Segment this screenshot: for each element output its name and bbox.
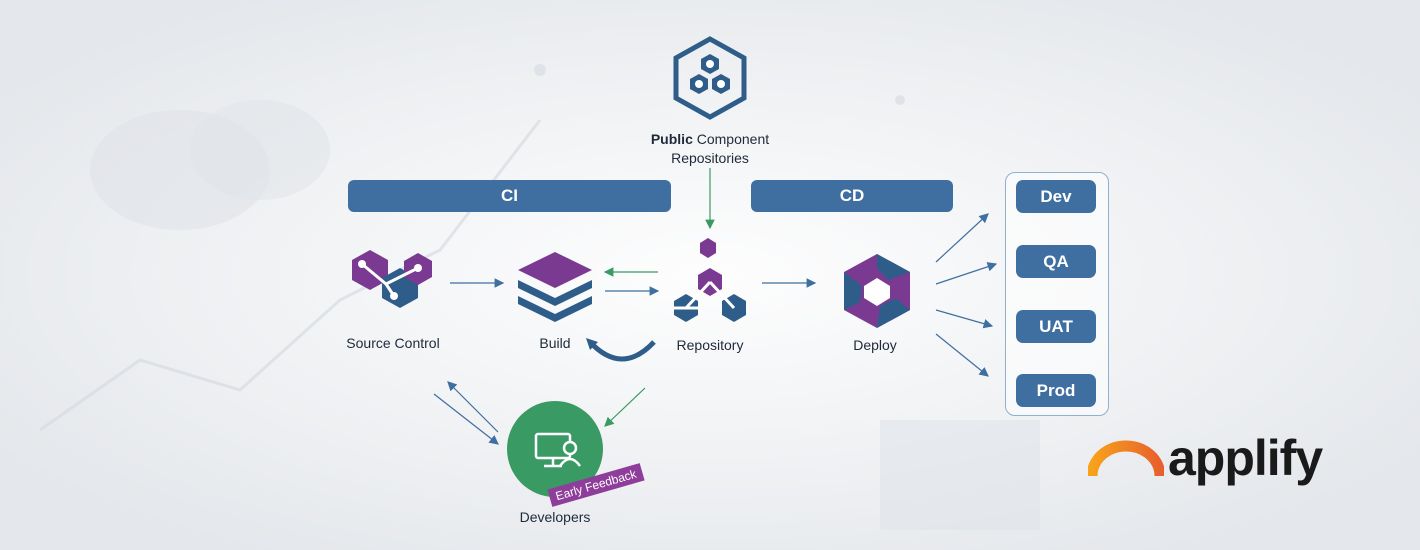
deploy-aperture-icon [844,254,910,328]
arrow-source-to-developers [433,393,499,445]
cd-bar: CD [751,180,953,212]
arrow-deploy-to-dev [935,213,989,263]
env-prod: Prod [1016,374,1096,407]
public-repos-label: Public Component Repositories [650,131,770,166]
arrow-deploy-to-qa [935,262,998,285]
repository-label: Repository [676,337,744,353]
hexagon-components-icon [673,36,747,120]
arrow-deploy-to-prod [935,333,989,377]
ci-bar: CI [348,180,671,212]
env-qa: QA [1016,245,1096,278]
source-control-label: Source Control [346,335,440,351]
env-uat: UAT [1016,310,1096,343]
arrow-developers-to-source [447,381,499,433]
developers-label: Developers [519,509,591,525]
build-label: Build [539,335,571,351]
deploy-label: Deploy [853,337,897,353]
arrow-deploy-to-uat [935,309,994,329]
env-dev: Dev [1016,180,1096,213]
repository-icon [674,238,746,322]
build-layers-icon [518,252,592,322]
applify-logo-text: applify [1168,430,1323,486]
developers-monitor-icon [507,401,603,497]
arrow-build-to-developers [604,387,646,427]
applify-arc-logo-icon [1088,440,1164,477]
loop-arrow-icon [586,338,656,362]
source-control-icon [352,250,432,308]
